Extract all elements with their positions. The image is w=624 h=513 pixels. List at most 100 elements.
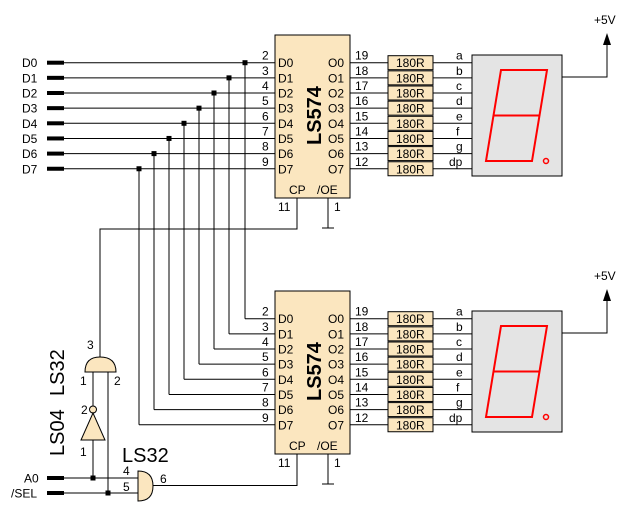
pin-number: 19	[355, 305, 369, 319]
pin-number: 2	[114, 374, 121, 388]
pin-label-d3: D3	[278, 102, 294, 116]
pin-number: 7	[262, 124, 269, 138]
supply-label: +5V	[594, 13, 616, 27]
segment-label-f: f	[456, 380, 460, 394]
segment-label-f: f	[456, 124, 460, 138]
input-label-d0: D0	[22, 56, 38, 70]
pin-label-o2: O2	[328, 343, 344, 357]
resistor-value-label: 180R	[396, 418, 425, 432]
or-gate-upper	[84, 356, 117, 373]
pin-number: 5	[262, 94, 269, 108]
resistor-value-label: 180R	[396, 373, 425, 387]
supply-arrow-icon	[603, 289, 611, 301]
supply-arrow-icon	[603, 33, 611, 45]
seven-segment-display-upper	[471, 54, 563, 177]
pin-number: 6	[262, 109, 269, 123]
pin-label-o4: O4	[328, 117, 344, 131]
oe-pin-label: /OE	[317, 183, 338, 197]
resistor-value-label: 180R	[396, 117, 425, 131]
oe-pin-label: /OE	[317, 439, 338, 453]
or-gate-lower	[137, 470, 154, 502]
pin-number: 1	[80, 374, 87, 388]
input-label-d5: D5	[22, 132, 38, 146]
pin-number: 3	[262, 320, 269, 334]
pin-label-d2: D2	[278, 87, 294, 101]
pin-number: 13	[355, 140, 369, 154]
input-label-d2: D2	[22, 87, 38, 101]
segment-label-c: c	[456, 79, 462, 93]
pin-number: 3	[87, 338, 94, 352]
junction-dot	[90, 475, 96, 481]
resistor-value-label: 180R	[396, 403, 425, 417]
display-digit-outline	[484, 325, 549, 418]
input-connector	[47, 75, 64, 80]
resistor-value-label: 180R	[396, 87, 425, 101]
inverter-label: LS04	[47, 409, 69, 456]
latch-ls574-upper	[274, 34, 351, 199]
pin-number: 8	[262, 140, 269, 154]
pin-number: 11	[278, 456, 291, 470]
resistor-value-label: 180R	[396, 312, 425, 326]
pin-number: 9	[262, 411, 269, 425]
pin-number: 5	[123, 480, 130, 494]
cp-pin-label: CP	[289, 439, 306, 453]
pin-number: 6	[160, 472, 167, 486]
pin-label-d1: D1	[278, 327, 294, 341]
resistor-value-label: 180R	[396, 358, 425, 372]
segment-label-g: g	[456, 140, 463, 154]
segment-label-d: d	[456, 350, 463, 364]
pin-number: 4	[262, 335, 269, 349]
supply-wire	[562, 296, 608, 334]
pin-label-o7: O7	[328, 162, 344, 176]
control-input-label-sel: /SEL	[11, 487, 37, 501]
pin-number: 6	[262, 365, 269, 379]
pin-label-d1: D1	[278, 71, 294, 85]
resistor-value-label: 180R	[396, 343, 425, 357]
resistor-value-label: 180R	[396, 132, 425, 146]
resistor-value-label: 180R	[396, 327, 425, 341]
seven-segment-display-lower	[471, 310, 563, 433]
pin-number: 2	[262, 305, 269, 319]
segment-label-g: g	[456, 396, 463, 410]
pin-label-o0: O0	[328, 312, 344, 326]
pin-label-o5: O5	[328, 388, 344, 402]
pin-number: 18	[355, 64, 369, 78]
input-connector	[47, 91, 64, 95]
input-connector	[47, 166, 64, 171]
segment-label-e: e	[456, 365, 463, 379]
junction-dot	[242, 60, 248, 66]
pin-label-d5: D5	[278, 132, 294, 146]
pin-number: 15	[355, 365, 369, 379]
resistor-value-label: 180R	[396, 71, 425, 85]
latch-chip-label: LS574	[304, 341, 326, 401]
pin-number: 3	[262, 64, 269, 78]
pin-label-d6: D6	[278, 403, 294, 417]
input-label-d4: D4	[22, 117, 38, 131]
pin-label-d0: D0	[278, 56, 294, 70]
supply-label: +5V	[594, 269, 616, 283]
inverter-gate	[80, 411, 106, 441]
input-connector	[47, 136, 64, 141]
latch-chip-label: LS574	[304, 85, 326, 145]
pin-number: 9	[262, 155, 269, 169]
pin-label-d5: D5	[278, 388, 294, 402]
pin-label-o6: O6	[328, 147, 344, 161]
pin-number: 2	[81, 403, 88, 417]
pin-number: 12	[355, 411, 369, 425]
segment-label-a: a	[456, 305, 463, 319]
pin-number: 15	[355, 109, 369, 123]
input-connector	[47, 106, 64, 111]
pin-number: 16	[355, 94, 369, 108]
input-connector	[47, 151, 64, 156]
pin-number: 19	[355, 49, 369, 63]
latch-chip-body	[274, 290, 351, 455]
pin-label-o3: O3	[328, 358, 344, 372]
pin-number: 14	[355, 124, 369, 138]
pin-number: 16	[355, 350, 369, 364]
latch-chip-body	[274, 34, 351, 199]
pin-number: 17	[355, 79, 369, 93]
segment-label-d: d	[456, 94, 463, 108]
segment-label-a: a	[456, 49, 463, 63]
pin-number: 2	[262, 49, 269, 63]
pin-number: 4	[123, 464, 130, 478]
